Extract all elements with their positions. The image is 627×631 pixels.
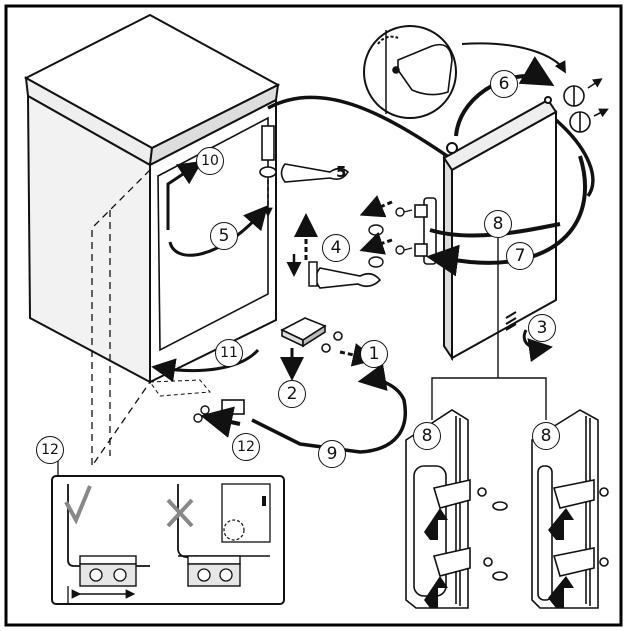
callout-lines-8 [431,238,547,420]
bottom-cover [221,399,245,415]
check-mark-icon [64,485,92,525]
arrow-step-10 [166,161,203,230]
arrow-step-12 [200,406,241,438]
arrow-step-6-right [554,118,595,198]
step-label-9: 9 [318,440,346,468]
step-label-12-arrow: 12 [232,433,260,461]
hinge-arrows-right [548,508,574,608]
step-label-6: 6 [490,70,518,98]
cross-mark-icon [166,498,194,528]
wrench-size-label: 5 [336,163,347,181]
step-label-5: 5 [210,222,238,250]
step-label-2: 2 [278,380,306,408]
inset-panel-12 [51,456,285,605]
step-label-1: 1 [360,340,388,368]
arrow-handle-out-2 [359,231,393,255]
hand-icon [363,25,457,119]
arrow-step-5 [168,205,268,257]
hinge-detail-left [405,409,508,609]
step-label-8-left: 8 [413,422,441,450]
arrow-step-3 [522,329,553,362]
hinge-pin [259,125,277,218]
arrow-handle-out-1 [359,195,393,218]
arrow-hand-to-plugs [461,42,566,74]
step-label-10: 10 [196,147,224,175]
step-label-11: 11 [215,339,243,367]
hinge-arrows-left [424,508,448,608]
arrow-step-11 [151,348,260,383]
step-label-8-right: 8 [532,422,560,450]
cable-top [267,95,451,160]
step-label-4: 4 [322,234,350,262]
screw-icon [193,405,210,423]
door-outline-dashed [91,169,151,469]
wrench-icon [280,163,350,183]
arrow-step-1 [339,343,377,367]
step-label-12-inset: 12 [36,436,64,464]
middle-hinge-bracket [280,317,343,353]
bottom-hinge-ghost [149,379,212,397]
handle-screws [368,207,413,268]
hinge-detail-right [531,409,609,609]
step-label-8: 8 [484,210,512,238]
fridge-door [442,96,558,362]
step-label-3: 3 [528,314,556,342]
fridge-cabinet [23,13,281,384]
wrench-icon-2 [315,267,382,289]
cover-plugs [563,78,609,133]
arrow-step-7 [426,155,587,277]
arrow-step-9 [251,363,407,454]
middle-hinge-pin [308,261,318,287]
step-label-7: 7 [506,242,534,270]
diagram-frame [4,4,623,627]
